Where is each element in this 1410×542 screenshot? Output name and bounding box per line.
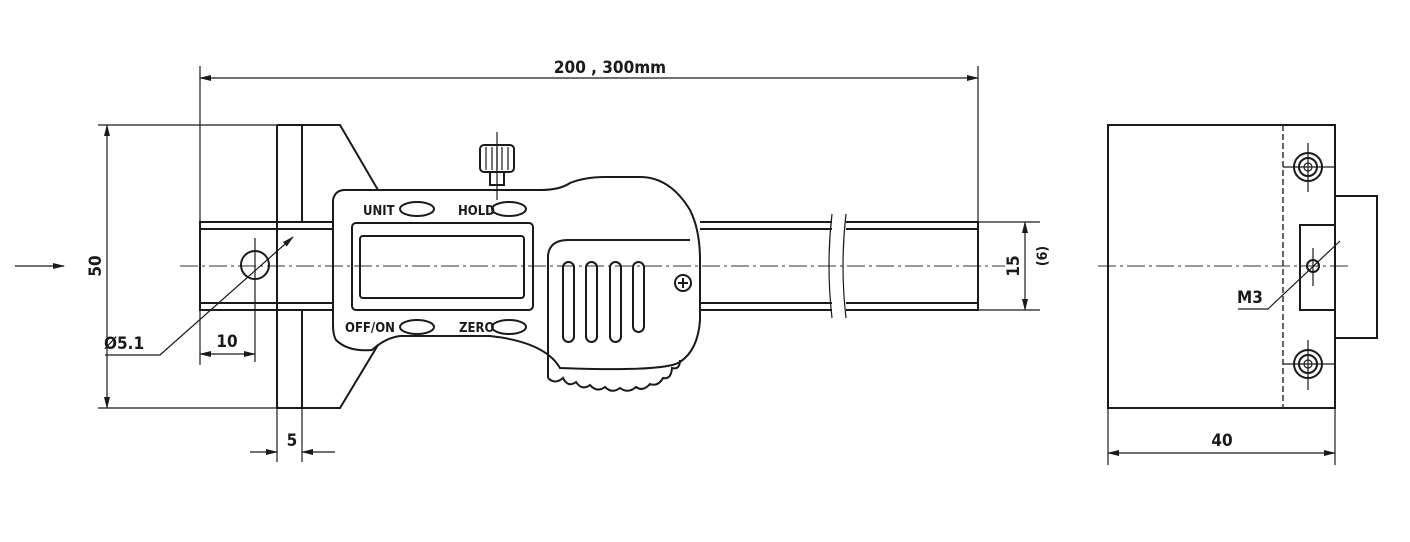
off-on-label: OFF/ON: [345, 321, 395, 336]
offset-label: 10: [216, 332, 237, 352]
unit-label: UNIT: [363, 204, 395, 219]
beam-height-label: 15: [1004, 255, 1024, 276]
lock-knob[interactable]: [479, 132, 515, 200]
length-label: 200 , 300mm: [554, 58, 666, 78]
height-label: 50: [86, 255, 106, 276]
thickness-label: 5: [287, 431, 298, 451]
hole-diameter-label: Ø5.1: [104, 334, 144, 354]
beam-sub-label: (6): [1035, 246, 1051, 266]
grip-slot: [562, 261, 575, 343]
screw-hole-bottom: [1283, 340, 1335, 390]
zero-button[interactable]: [491, 319, 527, 335]
length-dimension: [199, 66, 979, 222]
lcd-display: [359, 235, 525, 299]
zero-label: ZERO: [459, 321, 494, 336]
hold-label: HOLD: [458, 204, 495, 219]
hold-button[interactable]: [491, 201, 527, 217]
grip-slot: [632, 261, 645, 333]
grip-slot: [609, 261, 622, 343]
unit-button[interactable]: [399, 201, 435, 217]
thread-label: M3: [1237, 288, 1263, 308]
display-frame: [351, 222, 534, 311]
screw-hole-top: [1283, 143, 1335, 192]
side-view: [1107, 124, 1378, 409]
off-on-button[interactable]: [399, 319, 435, 335]
grip-slot: [585, 261, 598, 343]
width-label: 40: [1211, 431, 1232, 451]
caliper-body: [332, 176, 701, 371]
screw-icon: [674, 274, 692, 292]
thumb-grip: [547, 239, 690, 392]
depth-base: [98, 124, 379, 409]
hole-leader: [105, 236, 294, 356]
